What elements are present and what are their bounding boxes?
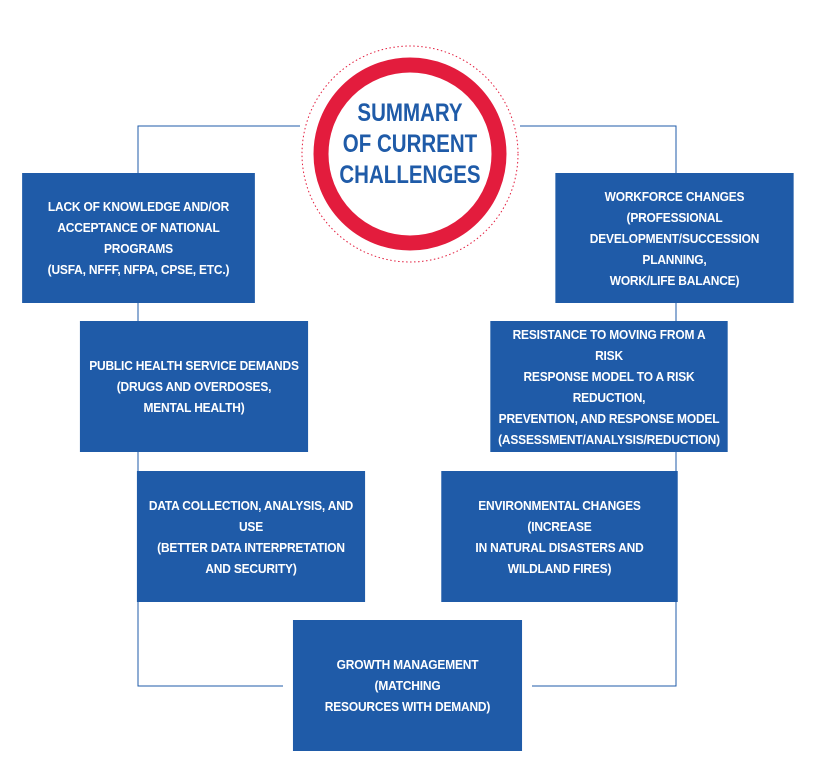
challenge-box-knowledge: LACK OF KNOWLEDGE AND/OR ACCEPTANCE OF N… [22,173,255,303]
center-title: SUMMARY OF CURRENT CHALLENGES [339,98,481,189]
challenge-box-risk-reduction: RESISTANCE TO MOVING FROM A RISK RESPONS… [490,321,728,452]
challenge-box-growth-management: GROWTH MANAGEMENT (MATCHING RESOURCES WI… [292,620,523,751]
challenge-box-public-health: PUBLIC HEALTH SERVICE DEMANDS (DRUGS AND… [79,321,309,452]
red-ring [313,57,507,251]
challenge-box-environmental: ENVIRONMENTAL CHANGES (INCREASE IN NATUR… [441,471,678,602]
challenge-box-data-collection: DATA COLLECTION, ANALYSIS, AND USE (BETT… [136,471,366,602]
center-ring [301,45,519,263]
challenge-box-workforce: WORKFORCE CHANGES (PROFESSIONAL DEVELOPM… [555,173,794,303]
